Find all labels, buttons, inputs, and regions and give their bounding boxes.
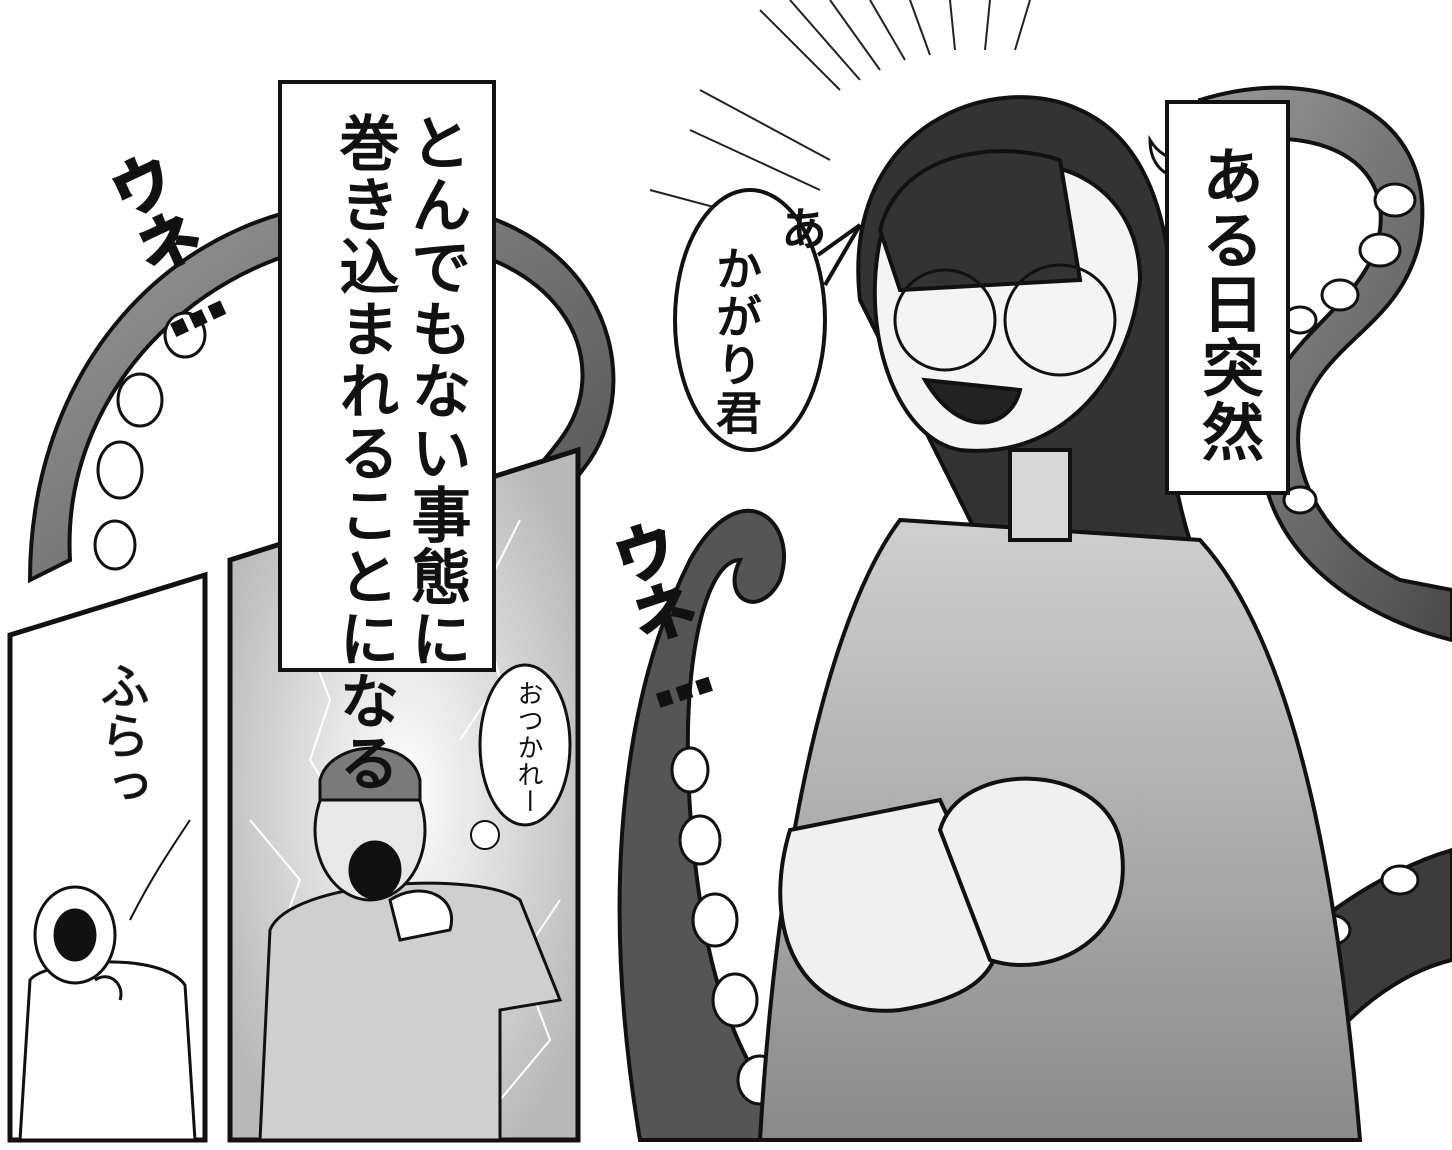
speech-bubble-small bbox=[478, 663, 572, 827]
character-guy-small bbox=[18, 885, 197, 1142]
caption-box-top: とんでもない事態に巻き込まれることになる bbox=[278, 80, 496, 794]
caption-top-line2: 巻き込まれることになる bbox=[329, 112, 399, 794]
caption-right-text: ある日突然 bbox=[1191, 144, 1264, 464]
character-guy-shocked bbox=[258, 746, 563, 1142]
speech-main-line2: かがり君 bbox=[709, 245, 763, 437]
speech-bubble-main bbox=[673, 188, 827, 452]
glasses-face-icon bbox=[470, 820, 500, 850]
character-woman bbox=[757, 95, 1363, 1142]
speech-main-line1: あ bbox=[774, 205, 828, 253]
caption-box-right: ある日突然 bbox=[1165, 100, 1290, 495]
caption-top-line1: とんでもない事態に bbox=[401, 112, 471, 670]
caption-top-text: とんでもない事態に巻き込まれることになる bbox=[328, 112, 472, 794]
speed-lines bbox=[649, 0, 1031, 231]
tentacle-center bbox=[617, 508, 805, 1142]
speech-small-text: おつかれー bbox=[513, 680, 543, 815]
sfx-fura: ふらっ bbox=[92, 660, 151, 811]
